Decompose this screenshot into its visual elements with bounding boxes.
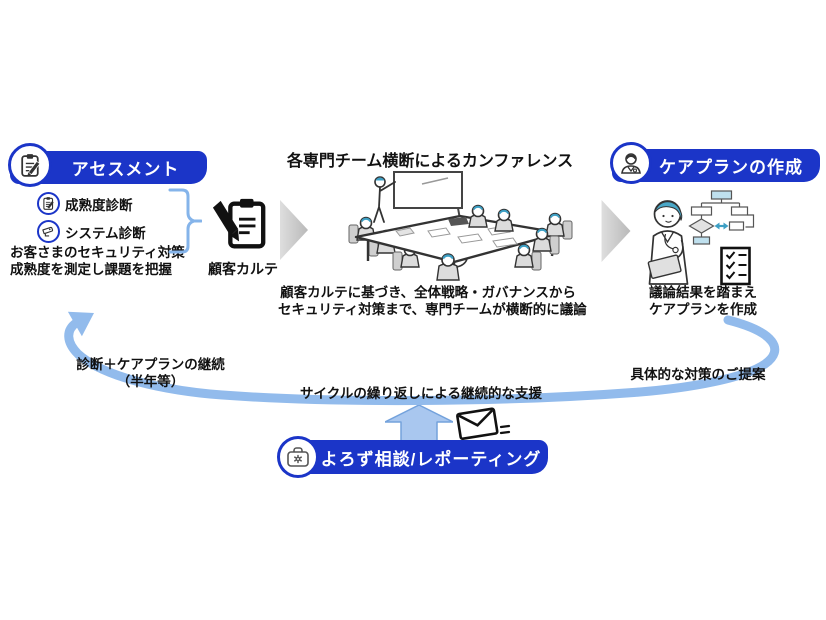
cycle-left-label-line2: （半年等） [116,374,185,389]
conference-description: 顧客カルテに基づき、全体戦略・ガバナンスから セキュリティ対策まで、専門チームが… [278,284,587,318]
assessment-desc-line1: お客さまのセキュリティ対策 [10,245,185,260]
security-camera-icon [42,226,54,237]
consultation-badge [277,436,319,478]
careplan-desc-line2: ケアプランを作成 [649,302,757,317]
careplan-badge [610,142,652,184]
envelope-icon [456,407,511,441]
consultation-header: よろず相談/レポーティング [280,440,548,474]
toolbox-icon [287,447,309,467]
careplan-title: ケアプランの作成 [659,158,803,177]
attendee-figure [545,212,573,240]
cycle-left-label-line1: 診断＋ケアプランの継続 [76,357,225,372]
system-diagnosis-item: システム診断 [37,220,146,243]
attendee-figure [468,204,488,228]
attendee-figure [494,208,514,232]
flow-arrow-icon [280,200,308,260]
assessment-desc-line2: 成熟度を測定し課題を把握 [10,262,172,277]
clipboard-pencil-icon [43,197,54,210]
clipboard-pencil-icon [20,153,40,177]
careplan-description: 議論結果を踏まえ ケアプランを作成 [628,284,778,318]
assessment-description: お客さまのセキュリティ対策 成熟度を測定し課題を把握 [10,244,185,278]
system-label: システム診断 [65,225,146,241]
maturity-label: 成熟度診断 [65,197,133,213]
cycle-arrow [64,311,780,406]
maturity-badge [37,192,60,215]
up-arrow-icon [385,405,453,442]
cycle-right-label: 具体的な対策のご提案 [630,367,766,382]
conference-desc-line2: セキュリティ対策まで、専門チームが横断的に議論 [278,302,587,317]
karte-label: 顧客カルテ [208,261,278,277]
attendee-figure [532,227,560,255]
bracket-connector-icon [168,188,202,254]
karte-clipboard-icon [212,198,266,249]
cycle-arrowhead-icon [67,311,94,337]
checklist-icon [720,246,751,286]
maturity-diagnosis-item: 成熟度診断 [37,192,133,215]
presenter-figure [373,176,396,223]
table-items-icons [395,217,518,248]
flowchart-icon [688,190,755,245]
careplan-desc-line1: 議論結果を踏まえ [649,285,757,300]
cycle-left-label: 診断＋ケアプランの継続 （半年等） [68,356,233,390]
conference-title: 各専門チーム横断によるカンファレンス [286,153,574,170]
assessment-title: アセスメント [71,160,180,179]
conference-desc-line1: 顧客カルテに基づき、全体戦略・ガバナンスから [280,285,576,300]
doctor-icon [621,153,641,174]
assessment-badge [8,143,52,187]
whiteboard [393,171,463,226]
cycle-center-label: サイクルの繰り返しによる継続的な支援 [300,386,542,401]
system-badge [37,220,60,243]
careplan-illustration [647,190,755,286]
attendee-figure [436,253,468,281]
flow-arrow-icon [601,200,631,262]
consultation-title: よろず相談/レポーティング [320,449,542,469]
doctor-figure [647,200,689,285]
meeting-illustration [348,171,573,281]
attendee-figure [514,243,542,271]
